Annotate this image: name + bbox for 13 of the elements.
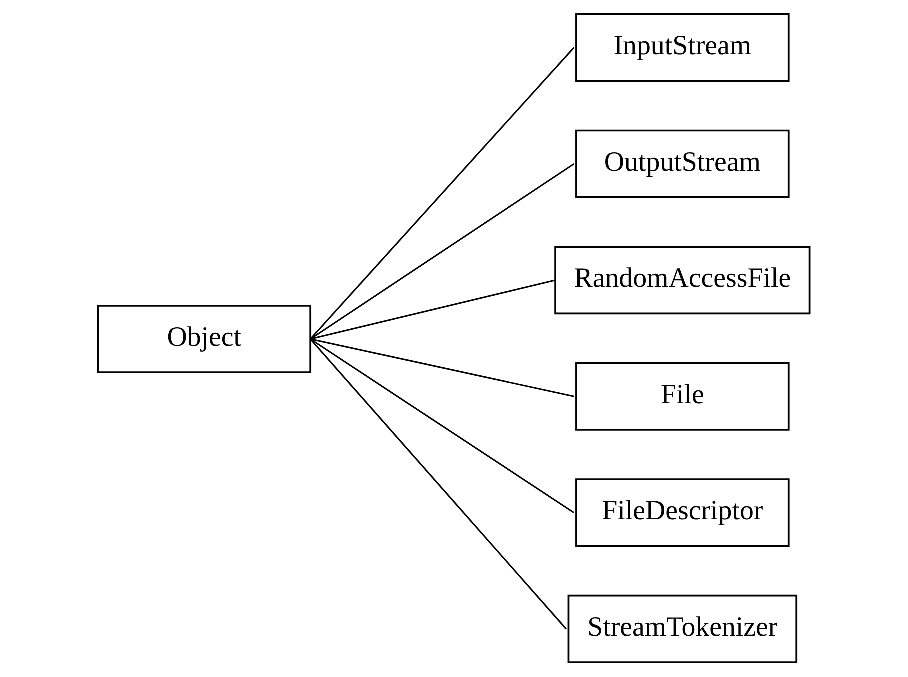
node-box: Object [97, 305, 312, 374]
connector [310, 47, 575, 340]
node-box: File [576, 362, 790, 431]
node-box: RandomAccessFile [554, 246, 811, 315]
node-box: OutputStream [576, 130, 790, 198]
connector [310, 338, 574, 398]
connector [310, 163, 575, 340]
connector [310, 338, 567, 630]
connector [310, 280, 556, 340]
node-box: FileDescriptor [576, 478, 790, 548]
connector [310, 338, 575, 514]
node-box: InputStream [576, 14, 790, 82]
node-box: StreamTokenizer [568, 594, 798, 664]
